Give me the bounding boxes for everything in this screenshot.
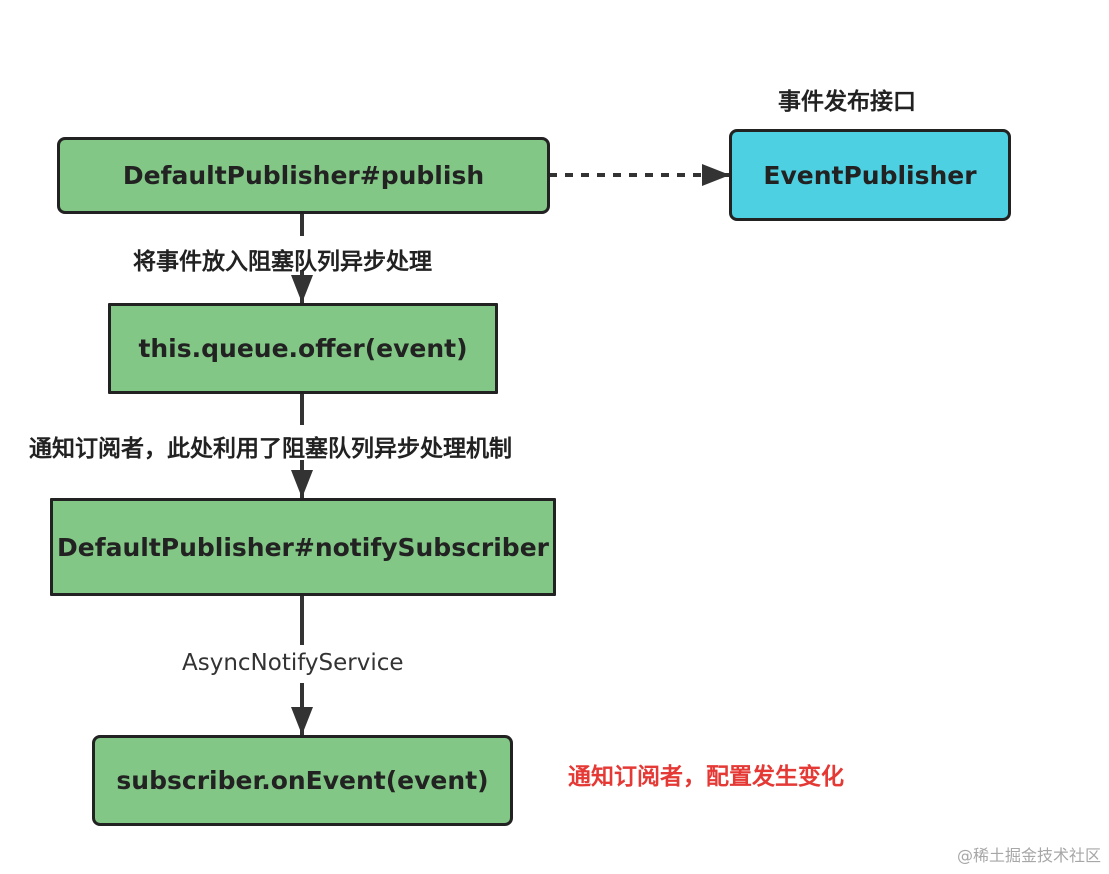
edge-label-async-notify-service: AsyncNotifyService <box>182 650 404 676</box>
node-subscriber-on-event: subscriber.onEvent(event) <box>92 735 513 826</box>
node-publish-label: DefaultPublisher#publish <box>122 161 485 190</box>
node-event-publisher: EventPublisher <box>729 129 1011 221</box>
interface-caption: 事件发布接口 <box>778 89 916 115</box>
node-notify-subscriber-label: DefaultPublisher#notifySubscriber <box>57 532 549 562</box>
edge-label-queue-to-notify: 通知订阅者，此处利用了阻塞队列异步处理机制 <box>29 436 512 462</box>
watermark: @稀土掘金技术社区 <box>956 846 1101 865</box>
node-default-publisher-publish: DefaultPublisher#publish <box>57 137 550 214</box>
node-queue-offer: this.queue.offer(event) <box>108 303 498 394</box>
side-note-config-changed: 通知订阅者，配置发生变化 <box>568 764 844 790</box>
node-event-publisher-label: EventPublisher <box>763 160 977 190</box>
node-notify-subscriber: DefaultPublisher#notifySubscriber <box>50 498 556 596</box>
node-on-event-label: subscriber.onEvent(event) <box>116 766 489 795</box>
node-queue-offer-label: this.queue.offer(event) <box>138 334 468 363</box>
edge-label-publish-to-queue: 将事件放入阻塞队列异步处理 <box>133 249 432 275</box>
